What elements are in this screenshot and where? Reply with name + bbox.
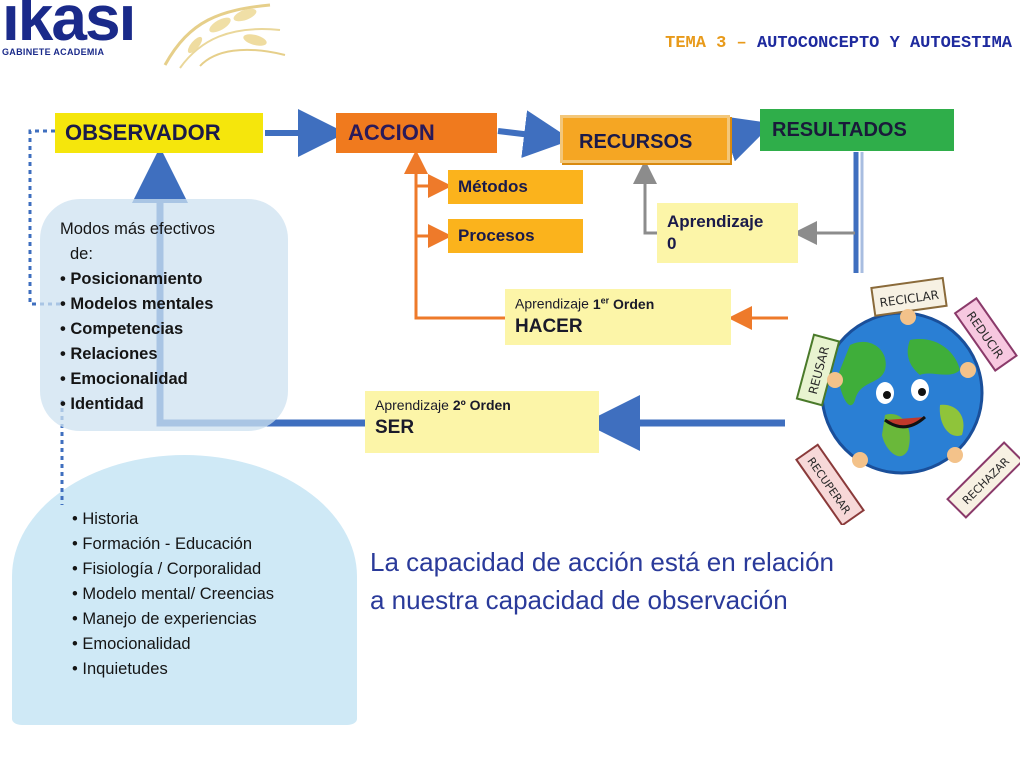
history-list: • Historia • Formación - Educación • Fis… xyxy=(72,507,352,682)
list-item: • Posicionamiento xyxy=(60,270,203,288)
aprendizaje-2-box: Aprendizaje 2º Orden SER xyxy=(365,391,599,453)
aprendizaje-2-ordinal: 2º Orden xyxy=(452,397,511,413)
modos-list: Modos más efectivos de: • Posicionamient… xyxy=(60,217,288,417)
list-item-text: Manejo de experiencias xyxy=(82,610,257,628)
list-item: • Relaciones xyxy=(60,345,158,363)
aprendizaje-1-label: Aprendizaje 1er Orden xyxy=(515,295,654,312)
quote-line-2: a nuestra capacidad de observación xyxy=(370,585,788,615)
list-item: • Identidad xyxy=(60,395,144,413)
list-item-text: Posicionamiento xyxy=(70,270,203,288)
modos-heading-continued: de: xyxy=(70,245,93,263)
list-item: • Competencias xyxy=(60,320,184,338)
procesos-box: Procesos xyxy=(448,219,583,253)
list-item-text: Historia xyxy=(82,510,139,528)
list-item: • Manejo de experiencias xyxy=(72,610,257,628)
list-item-text: Fisiología / Corporalidad xyxy=(82,560,262,578)
list-item: • Fisiología / Corporalidad xyxy=(72,560,262,578)
globe-illustration: RECICLAR REDUCIR REUSAR RECUPERAR RECHAZ… xyxy=(795,276,1020,525)
list-item-text: Inquietudes xyxy=(82,660,168,678)
list-item-text: Formación - Educación xyxy=(82,535,253,553)
list-item: • Modelos mentales xyxy=(60,295,214,313)
child-figure-icon xyxy=(852,452,868,468)
logo-subtitle: GABINETE ACADEMIA xyxy=(2,47,105,57)
history-panel xyxy=(12,455,357,725)
child-figure-icon xyxy=(947,447,963,463)
aprendizaje-1-ordinal: 1 xyxy=(592,295,601,312)
list-item-text: Emocionalidad xyxy=(70,370,188,388)
list-item: • Inquietudes xyxy=(72,660,168,678)
aprendizaje-0-label: Aprendizaje xyxy=(667,212,764,231)
title-text: AUTOCONCEPTO Y AUTOESTIMA xyxy=(756,34,1012,53)
child-figure-icon xyxy=(900,309,916,325)
resultados-box: RESULTADOS xyxy=(760,109,954,151)
logo: ikasi GABINETE ACADEMIA xyxy=(0,0,290,70)
aprendizaje-2-label: Aprendizaje 2º Orden xyxy=(375,397,511,413)
list-item: • Emocionalidad xyxy=(60,370,188,388)
quote-line-1: La capacidad de acción está en relación xyxy=(370,547,834,577)
wheat-decoration-icon xyxy=(163,3,286,69)
list-item: • Historia xyxy=(72,510,139,528)
modos-heading: Modos más efectivos xyxy=(60,220,215,238)
observador-box: OBSERVADOR xyxy=(55,113,263,153)
child-figure-icon xyxy=(827,372,843,388)
aprendizaje-0-box: Aprendizaje 0 xyxy=(657,203,798,263)
aprendizaje-1-sup: er xyxy=(600,295,610,305)
list-item: • Modelo mental/ Creencias xyxy=(72,585,275,603)
modos-panel xyxy=(40,199,288,431)
logo-word: ikasi xyxy=(2,0,136,54)
aprendizaje-1-box: Aprendizaje 1er Orden HACER xyxy=(505,289,731,345)
aprendizaje-2-prefix: Aprendizaje xyxy=(375,397,453,413)
title-prefix: TEMA 3 – xyxy=(665,34,757,53)
list-item-text: Identidad xyxy=(70,395,144,413)
list-item-text: Competencias xyxy=(70,320,184,338)
list-item: • Emocionalidad xyxy=(72,635,191,653)
aprendizaje-1-value: HACER xyxy=(515,315,583,337)
metodos-box: Métodos xyxy=(448,170,583,204)
list-item-text: Emocionalidad xyxy=(82,635,191,653)
aprendizaje-1-suffix: Orden xyxy=(609,295,655,312)
child-figure-icon xyxy=(960,362,976,378)
list-item-text: Modelos mentales xyxy=(70,295,214,313)
quote: La capacidad de acción está en relación … xyxy=(370,543,930,619)
list-item-text: Relaciones xyxy=(70,345,158,363)
list-item: • Formación - Educación xyxy=(72,535,253,553)
aprendizaje-2-value: SER xyxy=(375,417,415,438)
aprendizaje-1-prefix: Aprendizaje xyxy=(515,295,593,312)
slide-title: TEMA 3 – AUTOCONCEPTO Y AUTOESTIMA xyxy=(665,34,1012,53)
aprendizaje-0-value: 0 xyxy=(667,234,677,253)
recursos-box: RECURSOS xyxy=(560,115,730,163)
list-item-text: Modelo mental/ Creencias xyxy=(82,585,275,603)
accion-box: ACCION xyxy=(336,113,497,153)
